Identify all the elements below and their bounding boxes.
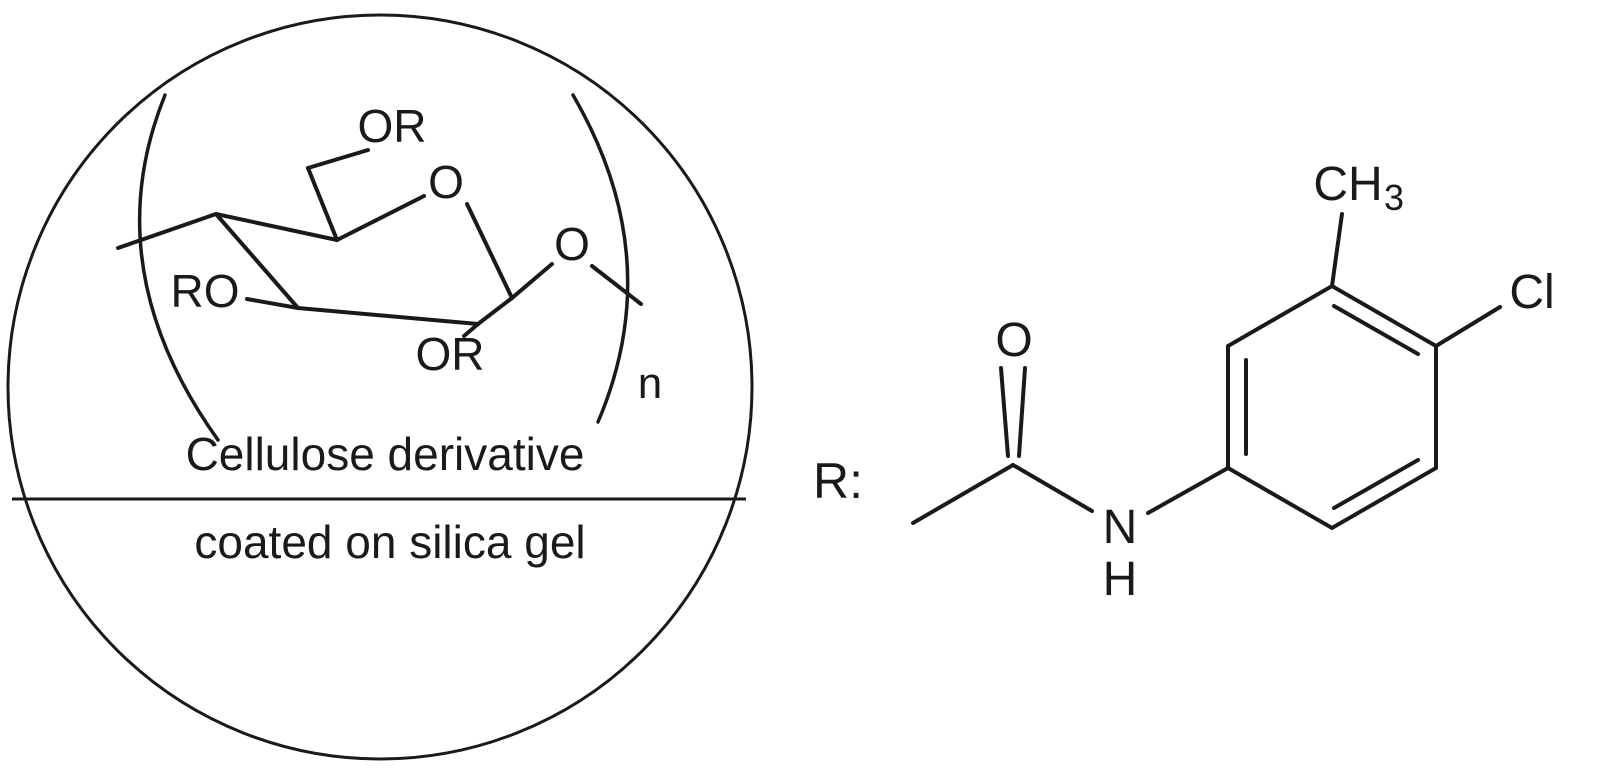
amide-n-label: N — [1103, 501, 1138, 554]
ring-oxygen-label: O — [428, 156, 464, 208]
bond-c1-to-c2 — [476, 296, 514, 326]
silica-bead-group: Cellulose derivative coated on silica ge… — [6, 13, 754, 761]
bond-c1-to-glyco-o — [510, 262, 554, 300]
methyl-subscript-label: 3 — [1384, 177, 1404, 218]
ro-left-label: RO — [171, 265, 240, 317]
aromatic-inner-bond-bottomright — [1332, 458, 1420, 510]
cellulose-unit-group: n OR O O RO OR — [116, 93, 662, 442]
bond-c2-to-or-bottom — [462, 322, 480, 338]
aromatic-inner-bond-topright — [1332, 304, 1420, 356]
bond-ring-to-chlorine — [1434, 305, 1502, 348]
bond-c6-to-c5 — [306, 166, 339, 242]
left-paren — [137, 93, 220, 442]
bond-c4-to-c5 — [214, 212, 339, 242]
silica-bead-circle — [6, 13, 754, 761]
chlorine-label: Cl — [1509, 266, 1554, 319]
glycosidic-oxygen-label: O — [554, 218, 590, 270]
caption-line1: Cellulose derivative — [186, 428, 585, 480]
bond-attachment-stub — [911, 463, 1015, 525]
bond-c5-to-ring-o — [335, 194, 426, 242]
amide-bonds — [911, 366, 1230, 525]
repeat-n-label: n — [638, 359, 662, 408]
carbonyl-double-bond-1 — [999, 366, 1010, 458]
bond-c4-to-chain — [116, 212, 218, 250]
bond-carbonyl-to-n — [1011, 463, 1094, 513]
pyranose-ring-bonds — [116, 148, 643, 338]
bond-c2-to-c3 — [296, 306, 480, 326]
bond-ring-to-methyl — [1330, 212, 1344, 288]
methyl-label: CH — [1313, 158, 1382, 211]
carbonyl-double-bond-2 — [1017, 366, 1027, 458]
bond-glyco-o-to-chain — [590, 264, 643, 306]
amide-h-label: H — [1103, 553, 1138, 606]
benzene-ring — [1226, 212, 1502, 531]
bond-ro-to-c3 — [245, 297, 300, 310]
bond-n-to-ring — [1146, 466, 1230, 515]
or-top-label: OR — [358, 100, 427, 152]
benzene-hexagon — [1226, 283, 1438, 531]
r-substituent-group: R: O N H CH 3 — [813, 158, 1555, 606]
bond-or-top-to-c6 — [306, 148, 370, 170]
right-paren — [571, 93, 630, 424]
bond-ring-o-to-c1 — [465, 202, 514, 300]
bond-c3-to-c4 — [214, 212, 300, 310]
or-bottom-label: OR — [416, 328, 485, 380]
caption-line2: coated on silica gel — [194, 516, 585, 568]
carbonyl-oxygen-label: O — [995, 314, 1032, 367]
r-prefix-label: R: — [813, 453, 863, 509]
